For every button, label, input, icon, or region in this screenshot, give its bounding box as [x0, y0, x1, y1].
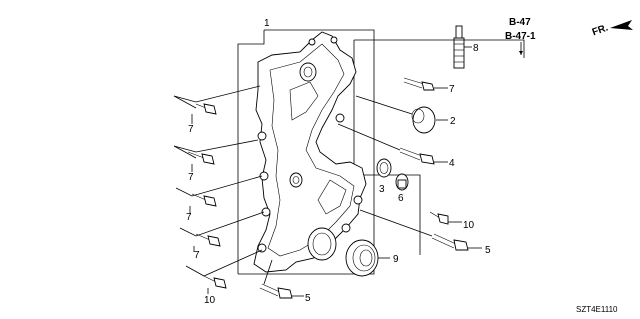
group-bracket-right — [353, 39, 525, 255]
front-label: FR. — [591, 22, 610, 38]
bolt-7-left-lower-1: 7 — [175, 175, 263, 223]
plug-part-6: 6 — [395, 173, 409, 204]
callout-2[interactable]: 2 — [450, 116, 456, 127]
callout-7b[interactable]: 7 — [188, 124, 194, 135]
bolt-7-left-lower-2: 7 — [179, 211, 265, 261]
cap-part-2: 2 — [355, 95, 456, 134]
callout-10a[interactable]: 10 — [463, 220, 475, 231]
callout-7c[interactable]: 7 — [188, 172, 194, 183]
chain-case-cover — [253, 31, 367, 273]
callout-9[interactable]: 9 — [393, 254, 399, 265]
callout-10b[interactable]: 10 — [204, 295, 216, 306]
bolt-5-bottom: 5 — [259, 259, 311, 304]
ref-b47[interactable]: B-47 — [509, 17, 531, 28]
o-ring-part-3: 3 — [376, 158, 392, 195]
bolt-7-upper-right: 7 — [403, 77, 455, 95]
bolt-10-left: 10 — [185, 249, 263, 306]
ref-b47-1[interactable]: B-47-1 — [505, 31, 536, 42]
callout-7e[interactable]: 7 — [194, 250, 200, 261]
callout-1-bracket: 1 — [237, 18, 375, 275]
spark-plug: 8 — [453, 25, 479, 69]
callout-3[interactable]: 3 — [379, 184, 385, 195]
callout-8[interactable]: 8 — [473, 43, 479, 54]
bolt-4: 4 — [337, 123, 455, 169]
reference-block: B-47 B-47-1 — [505, 17, 536, 55]
front-direction-indicator: FR. — [591, 20, 633, 38]
front-arrow-icon — [610, 20, 633, 30]
bolt-7-left-upper: 7 — [173, 85, 261, 135]
bolt-7-left-middle: 7 — [173, 139, 259, 183]
callout-5a[interactable]: 5 — [485, 245, 491, 256]
callout-5b[interactable]: 5 — [305, 293, 311, 304]
callout-4[interactable]: 4 — [449, 158, 455, 169]
callout-7a[interactable]: 7 — [449, 84, 455, 95]
callout-6[interactable]: 6 — [398, 193, 404, 204]
bolt-10-right: 10 — [429, 211, 475, 231]
diagram-code: SZT4E1110 — [576, 305, 618, 314]
oil-seal-part-9: 9 — [345, 239, 399, 277]
bolt-5-right: 5 — [359, 209, 491, 256]
callout-7d[interactable]: 7 — [186, 212, 192, 223]
callout-1[interactable]: 1 — [264, 18, 270, 29]
